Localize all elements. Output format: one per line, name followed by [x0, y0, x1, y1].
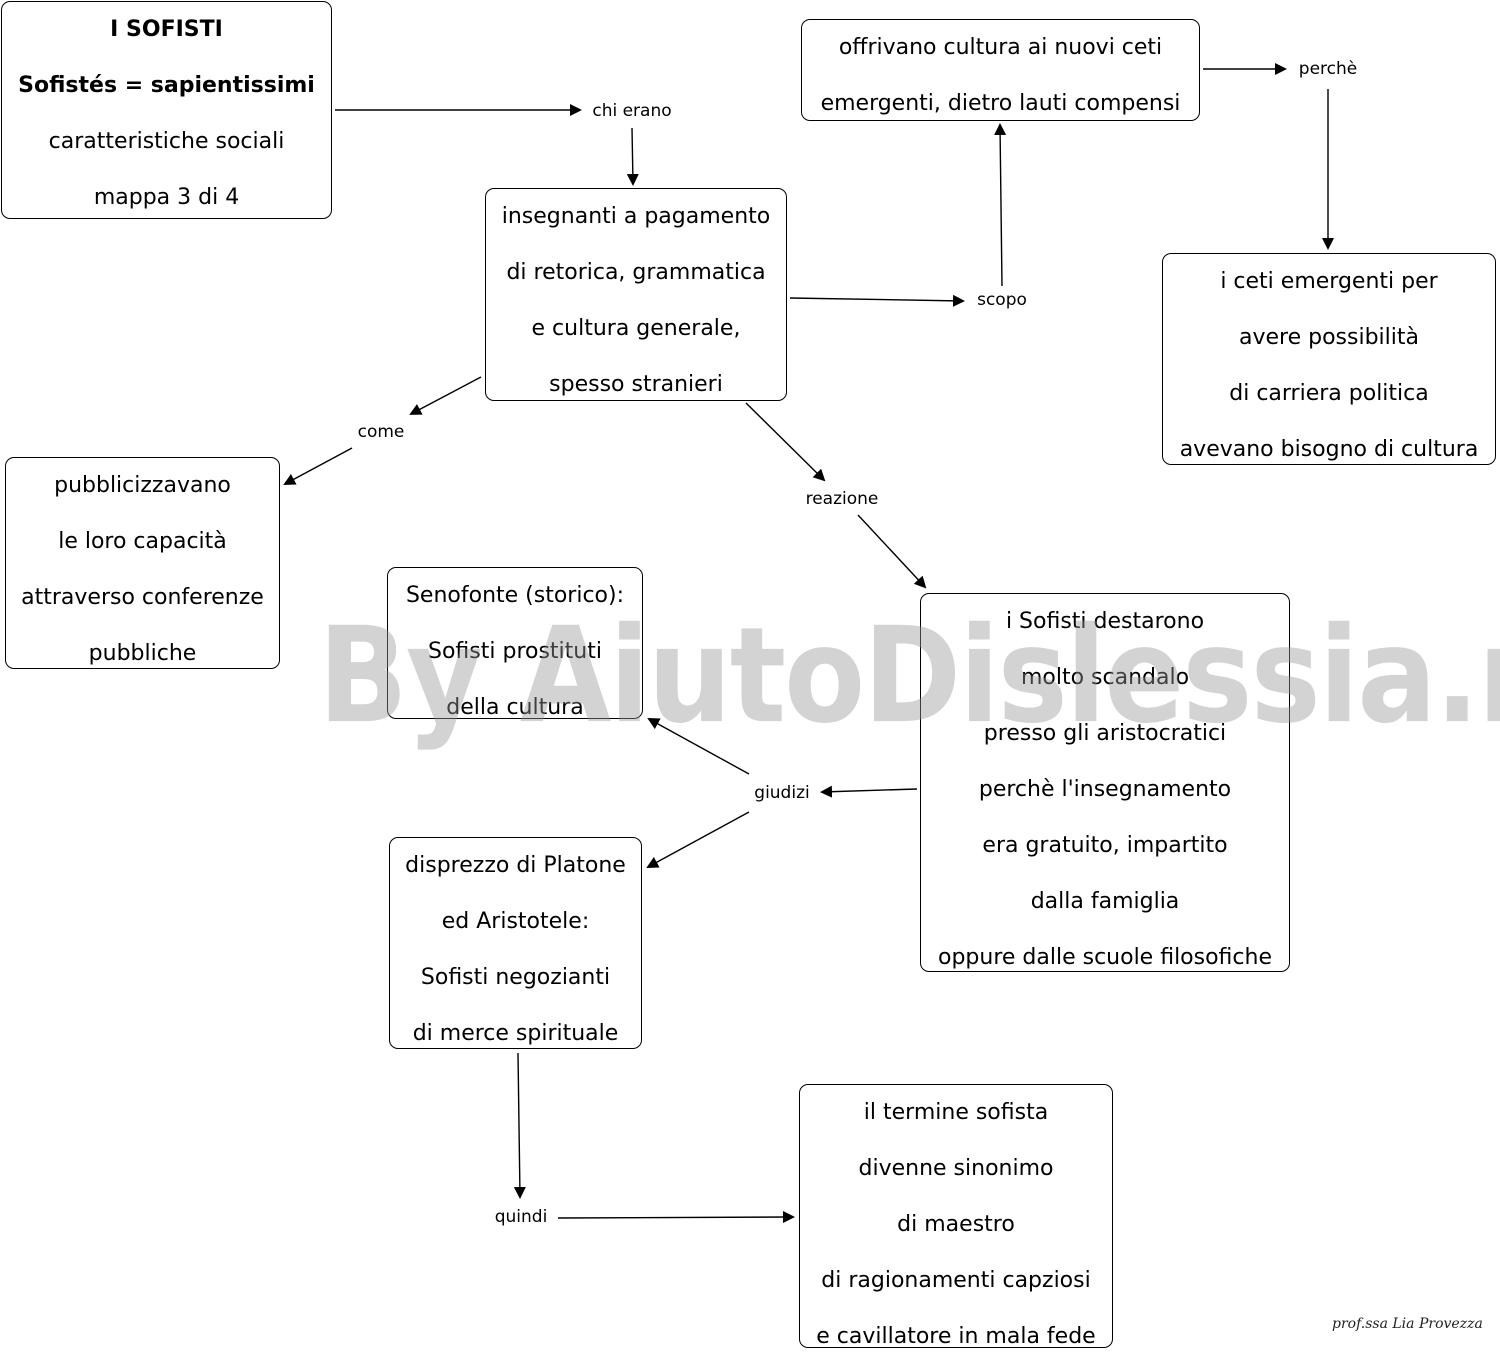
- scandalo-line-5: era gratuito, impartito: [982, 833, 1228, 858]
- termine-line-3: di maestro: [897, 1212, 1015, 1237]
- link-label-come: come: [355, 422, 407, 442]
- ceti-line-2: avere possibilità: [1239, 325, 1419, 350]
- node-senofonte: Senofonte (storico): Sofisti prostituti …: [387, 567, 643, 720]
- arrow-disprezzo-to-quindi: [513, 1052, 526, 1199]
- pubblicizzavano-line-4: pubbliche: [88, 641, 197, 666]
- pubblicizzavano-line-1: pubblicizzavano: [54, 473, 231, 498]
- termine-line-1: il termine sofista: [863, 1100, 1049, 1125]
- arrow-insegnanti-to-scopo: [789, 294, 965, 307]
- scandalo-line-1: i Sofisti destarono: [1005, 609, 1205, 634]
- title-line-3: caratteristiche sociali: [48, 129, 285, 154]
- senofonte-line-2: Sofisti prostituti: [428, 639, 602, 664]
- link-label-scopo: scopo: [975, 290, 1029, 310]
- pubblicizzavano-line-2: le loro capacità: [58, 529, 227, 554]
- insegnanti-line-1: insegnanti a pagamento: [501, 204, 771, 229]
- arrow-scopo-to-offrivano: [994, 123, 1007, 287]
- offrivano-line-1: offrivano cultura ai nuovi ceti: [838, 35, 1163, 60]
- disprezzo-line-2: ed Aristotele:: [441, 909, 590, 934]
- link-label-chi-erano: chi erano: [590, 101, 674, 121]
- node-insegnanti: insegnanti a pagamento di retorica, gram…: [485, 188, 787, 401]
- scandalo-line-3: presso gli aristocratici: [983, 721, 1227, 746]
- disprezzo-line-4: di merce spirituale: [412, 1021, 619, 1046]
- ceti-line-1: i ceti emergenti per: [1220, 269, 1438, 294]
- insegnanti-line-4: spesso stranieri: [549, 372, 723, 397]
- arrow-chi-erano-to-insegnanti: [626, 127, 639, 186]
- arrow-giudizi-to-senofonte: [647, 718, 750, 775]
- arrow-insegnanti-to-reazione: [745, 402, 826, 482]
- pubblicizzavano-line-3: attraverso conferenze: [21, 585, 264, 610]
- title-line-4: mappa 3 di 4: [93, 185, 240, 210]
- insegnanti-line-2: di retorica, grammatica: [506, 260, 766, 285]
- arrow-quindi-to-termine: [557, 1211, 795, 1224]
- link-label-reazione: reazione: [803, 489, 881, 509]
- arrow-scandalo-to-giudizi: [820, 785, 918, 798]
- offrivano-line-2: emergenti, dietro lauti compensi: [820, 91, 1181, 116]
- senofonte-line-1: Senofonte (storico):: [405, 583, 625, 608]
- termine-line-5: e cavillatore in mala fede: [816, 1324, 1096, 1349]
- node-disprezzo: disprezzo di Platone ed Aristotele: Sofi…: [389, 837, 642, 1049]
- ceti-line-3: di carriera politica: [1229, 381, 1429, 406]
- link-label-quindi: quindi: [492, 1207, 550, 1227]
- node-scandalo: i Sofisti destarono molto scandalo press…: [920, 593, 1290, 972]
- author-signature: prof.ssa Lia Provezza: [1332, 1316, 1483, 1332]
- senofonte-line-3: della cultura: [446, 695, 584, 720]
- arrow-giudizi-to-disprezzo: [646, 811, 750, 868]
- insegnanti-line-3: e cultura generale,: [531, 316, 741, 341]
- title-line-2: Sofistés = sapientissimi: [18, 73, 315, 98]
- scandalo-line-7: oppure dalle scuole filosofiche: [937, 945, 1272, 970]
- arrow-come-to-pubblicizzavano: [283, 447, 353, 485]
- scandalo-line-2: molto scandalo: [1020, 665, 1190, 690]
- arrow-insegnanti-to-come: [409, 376, 482, 415]
- node-termine: il termine sofista divenne sinonimo di m…: [799, 1084, 1113, 1349]
- termine-line-4: di ragionamenti capziosi: [821, 1268, 1091, 1293]
- scandalo-line-4: perchè l'insegnamento: [978, 777, 1232, 802]
- node-title: I SOFISTI Sofistés = sapientissimi carat…: [1, 1, 332, 219]
- disprezzo-line-1: disprezzo di Platone: [405, 853, 626, 878]
- link-label-giudizi: giudizi: [752, 783, 812, 803]
- scandalo-line-6: dalla famiglia: [1030, 889, 1180, 914]
- node-pubblicizzavano: pubblicizzavano le loro capacità attrave…: [5, 457, 280, 669]
- title-line-1: I SOFISTI: [110, 17, 223, 42]
- arrow-reazione-to-scandalo: [857, 514, 927, 589]
- node-ceti: i ceti emergenti per avere possibilità d…: [1162, 253, 1496, 465]
- termine-line-2: divenne sinonimo: [858, 1156, 1054, 1181]
- link-label-perche: perchè: [1296, 59, 1360, 79]
- disprezzo-line-3: Sofisti negozianti: [420, 965, 611, 990]
- node-offrivano: offrivano cultura ai nuovi ceti emergent…: [801, 19, 1200, 121]
- ceti-line-4: avevano bisogno di cultura: [1179, 437, 1479, 462]
